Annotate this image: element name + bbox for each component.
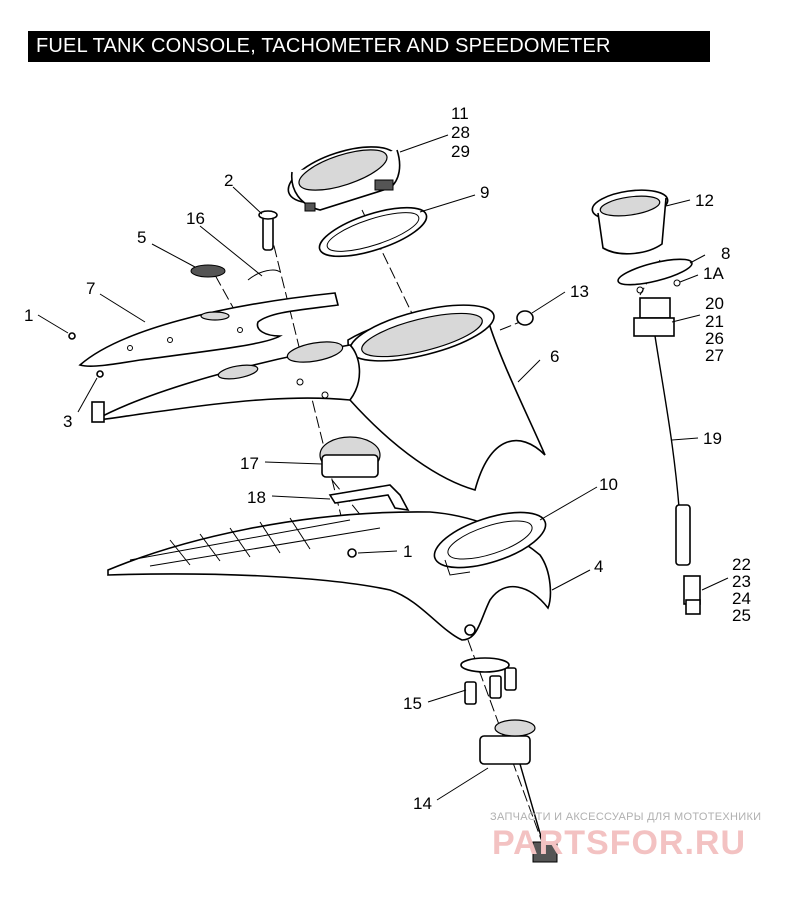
callout-19: 19 (703, 429, 722, 448)
callout-27: 27 (705, 346, 724, 365)
callout-1A: 1A (703, 264, 724, 283)
callout-1-upper: 1 (24, 306, 33, 325)
callout-22: 22 (732, 555, 751, 574)
callout-26: 26 (705, 329, 724, 348)
mounting-bracket-part (319, 436, 410, 512)
callout-14: 14 (413, 794, 432, 813)
callout-29: 29 (451, 142, 470, 161)
diagram-title: FUEL TANK CONSOLE, TACHOMETER AND SPEEDO… (28, 31, 710, 62)
console-tower-part (347, 304, 546, 491)
callout-labels: 11 28 29 9 2 16 5 7 1 3 13 6 12 8 1A 20 … (24, 104, 751, 813)
callout-7: 7 (86, 279, 95, 298)
callout-25: 25 (732, 606, 751, 625)
callout-4: 4 (594, 557, 603, 576)
callout-1-lower: 1 (403, 542, 412, 561)
callout-20: 20 (705, 294, 724, 313)
fuel-sender-part (460, 657, 558, 863)
callout-2: 2 (224, 171, 233, 190)
callout-11: 11 (451, 104, 469, 123)
callout-12: 12 (695, 191, 714, 210)
callout-21: 21 (705, 312, 724, 331)
console-cover-part (78, 292, 339, 367)
watermark-tagline: ЗАПЧАСТИ И АКСЕССУАРЫ ДЛЯ МОТОТЕХНИКИ (490, 811, 761, 823)
callout-23: 23 (732, 572, 751, 591)
callout-6: 6 (550, 347, 559, 366)
callout-28: 28 (451, 123, 470, 142)
callout-10: 10 (599, 475, 618, 494)
callout-16: 16 (186, 209, 205, 228)
callout-5: 5 (137, 228, 146, 247)
watermark: ЗАПЧАСТИ И АКСЕССУАРЫ ДЛЯ МОТОТЕХНИКИ PA… (490, 811, 761, 862)
callout-13: 13 (570, 282, 589, 301)
leader-lines (37, 134, 729, 801)
callout-15: 15 (403, 694, 422, 713)
callout-17: 17 (240, 454, 259, 473)
callout-3: 3 (63, 412, 72, 431)
callout-18: 18 (247, 488, 266, 507)
watermark-brand: PARTSFOR.RU (492, 824, 746, 862)
collar-ring-part (433, 511, 547, 576)
speedometer-part (287, 146, 428, 258)
small-hardware-parts (68, 210, 534, 558)
callout-24: 24 (732, 589, 751, 608)
console-panel-part (94, 341, 361, 421)
tachometer-part (591, 189, 701, 615)
callout-8: 8 (721, 244, 730, 263)
callout-9: 9 (480, 183, 489, 202)
